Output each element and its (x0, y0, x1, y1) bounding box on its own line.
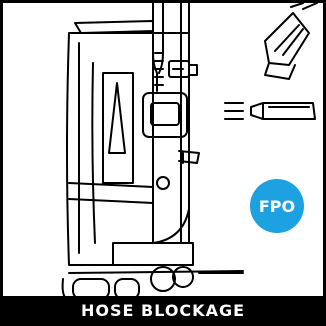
vacuum-body (67, 21, 189, 265)
crevice-tool (225, 103, 315, 119)
vacuum-illustration (3, 3, 323, 299)
fpo-badge: FPO (250, 179, 304, 233)
dusting-brush (265, 3, 317, 79)
wand-clips (157, 151, 199, 189)
caption-bar: HOSE BLOCKAGE (3, 296, 323, 326)
cleaner-head (63, 267, 243, 299)
handle-clip (169, 61, 197, 77)
hose (153, 3, 189, 243)
